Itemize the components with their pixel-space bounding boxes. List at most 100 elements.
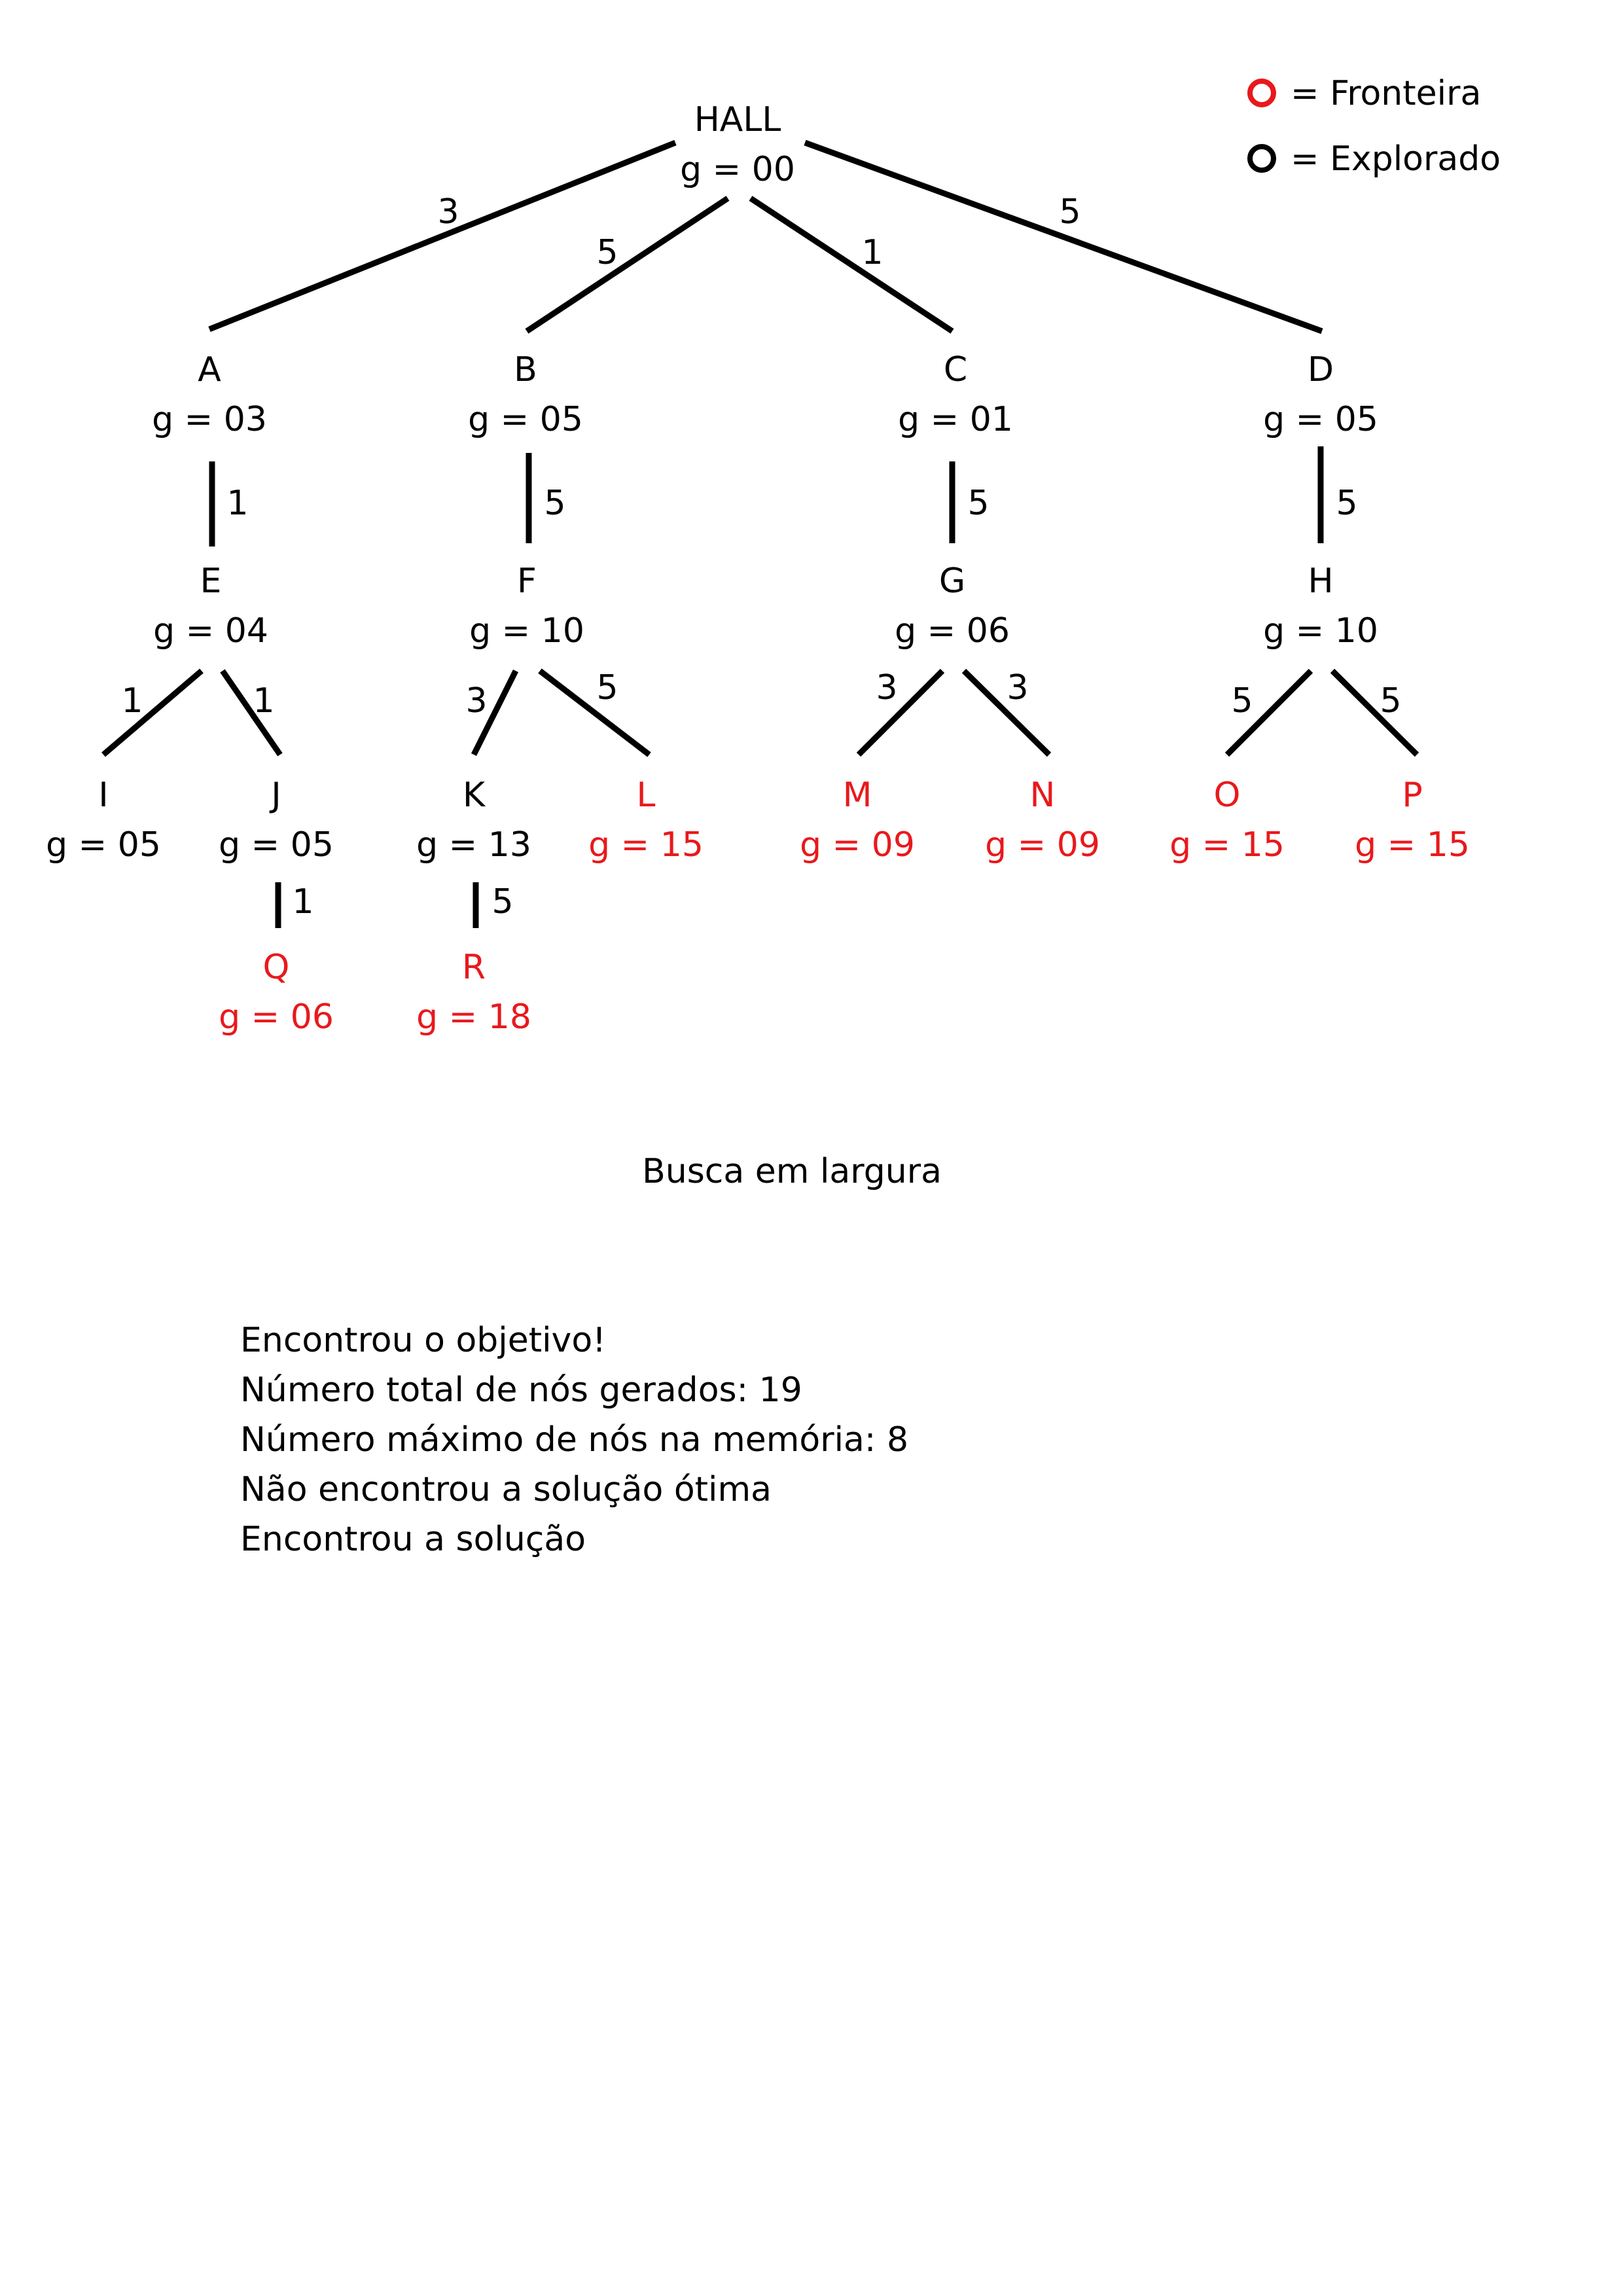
node-n: Ng = 09 — [985, 776, 1100, 865]
node-m: Mg = 09 — [800, 776, 915, 865]
node-e: Eg = 04 — [153, 562, 268, 651]
node-g-cost: g = 15 — [588, 825, 704, 865]
node-g-cost: g = 03 — [152, 400, 267, 439]
node-name: K — [463, 776, 486, 815]
summary-line-total-nodes: Número total de nós gerados: 19 — [240, 1371, 802, 1410]
node-name: O — [1214, 776, 1241, 815]
node-hall: HALL g = 00 — [680, 100, 795, 189]
node-g-cost: g = 09 — [800, 825, 915, 865]
node-l: Lg = 15 — [588, 776, 704, 865]
node-g-cost: g = 09 — [985, 825, 1100, 865]
summary-line-goal-found: Encontrou o objetivo! — [240, 1321, 606, 1360]
edge-cost-label: 1 — [253, 681, 274, 721]
node-name: D — [1308, 350, 1334, 389]
nodes-layer: HALL g = 00 Ag = 03 Bg = 05 Cg = 01 Dg = 05 Eg… — [46, 100, 1470, 1037]
frontier-circle-icon — [1247, 79, 1276, 107]
edges-layer: 3 5 1 5 1 5 5 5 1 1 3 5 3 3 5 5 1 5 — [101, 139, 1419, 928]
edge-cost-label: 3 — [876, 668, 897, 708]
node-g-cost: g = 05 — [468, 400, 583, 439]
node-g-cost: g = 05 — [1263, 400, 1378, 439]
edge-cost-label: 5 — [1380, 681, 1401, 721]
node-g-cost: g = 15 — [1355, 825, 1470, 865]
diagram-caption: Busca em largura — [642, 1152, 942, 1191]
node-name: C — [944, 350, 967, 389]
edge-cost-label: 5 — [491, 882, 513, 922]
edge-cost-label: 5 — [1336, 484, 1357, 523]
explored-circle-icon — [1247, 144, 1276, 173]
edge-cost-label: 5 — [1059, 192, 1080, 232]
summary-line-optimality: Não encontrou a solução ótima — [240, 1470, 772, 1509]
edge-cost-label: 1 — [121, 681, 143, 721]
edge-f-l — [538, 668, 651, 757]
edge-cost-label: 3 — [465, 681, 487, 721]
edge-cost-label: 5 — [1231, 681, 1253, 721]
node-g: Gg = 06 — [895, 562, 1010, 651]
node-name: A — [198, 350, 221, 389]
legend: = Fronteira = Explorado — [1247, 74, 1501, 179]
node-b: Bg = 05 — [468, 350, 583, 439]
edge-hall-d — [804, 139, 1323, 334]
node-g-cost: g = 00 — [680, 150, 795, 189]
node-g-cost: g = 18 — [416, 997, 531, 1037]
node-name: Q — [263, 948, 290, 987]
node-a: Ag = 03 — [152, 350, 267, 439]
search-tree-diagram: 3 5 1 5 1 5 5 5 1 1 3 5 3 3 5 5 1 5 HALL g = 00 Ag = 03 Bg =… — [46, 74, 1501, 1037]
edge-h-p — [1330, 668, 1419, 757]
node-o: Og = 15 — [1169, 776, 1285, 865]
edge-h-o — [1224, 668, 1313, 757]
summary-line-max-memory: Número máximo de nós na memória: 8 — [240, 1420, 909, 1460]
node-g-cost: g = 01 — [898, 400, 1013, 439]
node-g-cost: g = 04 — [153, 611, 268, 651]
node-g-cost: g = 06 — [219, 997, 334, 1037]
node-g-cost: g = 06 — [895, 611, 1010, 651]
node-name: I — [98, 776, 108, 815]
edge-cost-label: 1 — [226, 484, 248, 523]
node-name: E — [200, 562, 222, 601]
edge-cost-label: 5 — [596, 668, 618, 708]
node-name: M — [843, 776, 872, 815]
legend-label: = Fronteira — [1291, 74, 1481, 113]
node-g-cost: g = 10 — [1263, 611, 1378, 651]
node-f: Fg = 10 — [469, 562, 584, 651]
edge-cost-label: 1 — [861, 233, 883, 272]
edge-e-j — [220, 669, 283, 757]
edge-g-n — [961, 668, 1052, 757]
edge-cost-label: 3 — [1007, 668, 1028, 708]
legend-label: = Explorado — [1291, 139, 1501, 179]
node-name: J — [269, 776, 281, 815]
node-g-cost: g = 13 — [416, 825, 531, 865]
node-g-cost: g = 10 — [469, 611, 584, 651]
node-name: P — [1402, 776, 1422, 815]
edge-cost-label: 1 — [292, 882, 313, 922]
node-c: Cg = 01 — [898, 350, 1013, 439]
edge-cost-label: 5 — [596, 233, 618, 272]
edge-hall-b — [525, 196, 730, 334]
node-k: Kg = 13 — [416, 776, 531, 865]
node-name: F — [517, 562, 537, 601]
result-summary: Encontrou o objetivo! Número total de nó… — [240, 1316, 908, 1564]
node-name: R — [462, 948, 486, 987]
node-q: Qg = 06 — [219, 948, 334, 1037]
node-p: Pg = 15 — [1355, 776, 1470, 865]
edge-f-k — [471, 669, 519, 757]
node-name: B — [514, 350, 537, 389]
edge-cost-label: 3 — [437, 192, 459, 232]
summary-line-solution: Encontrou a solução — [240, 1520, 586, 1559]
node-g-cost: g = 15 — [1169, 825, 1285, 865]
node-name: N — [1030, 776, 1056, 815]
edge-hall-a — [208, 139, 677, 332]
node-j: Jg = 05 — [219, 776, 334, 865]
node-h: Hg = 10 — [1263, 562, 1378, 651]
node-name: HALL — [694, 100, 781, 139]
edge-cost-label: 5 — [967, 484, 989, 523]
node-name: H — [1308, 562, 1333, 601]
node-name: L — [637, 776, 656, 815]
edge-cost-label: 5 — [544, 484, 565, 523]
node-g-cost: g = 05 — [46, 825, 161, 865]
edge-hall-c — [749, 196, 954, 334]
edge-e-i — [101, 668, 204, 757]
node-name: G — [939, 562, 965, 601]
node-d: Dg = 05 — [1263, 350, 1378, 439]
edge-g-m — [856, 668, 945, 757]
